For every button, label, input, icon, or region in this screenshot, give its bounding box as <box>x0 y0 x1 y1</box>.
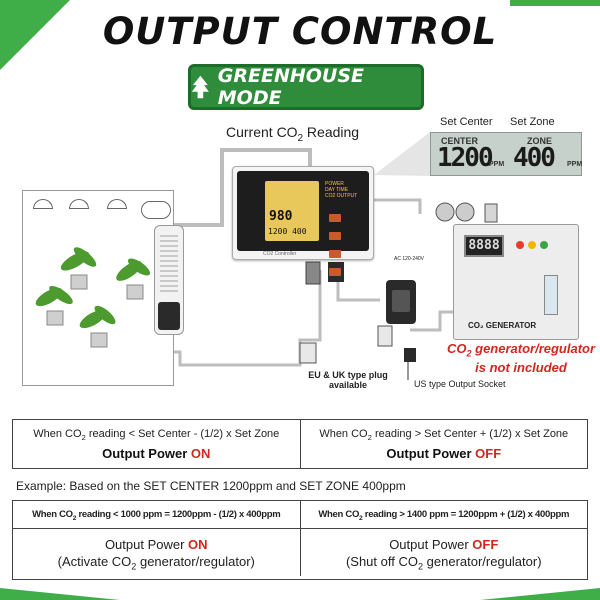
flow-meter-tube <box>544 275 558 315</box>
center-caption: CENTER <box>441 136 479 146</box>
page-title: OUTPUT CONTROL <box>102 10 498 53</box>
grow-lamp-icon <box>33 199 53 209</box>
controller-setpoints: 1200 400 <box>268 227 307 236</box>
rule-output: Output Power ON <box>102 446 211 462</box>
example-text: Example: Based on the SET CENTER 1200ppm… <box>16 479 406 493</box>
zone-caption: ZONE <box>527 136 553 146</box>
controller-screen: 980 1200 400 <box>265 181 319 241</box>
center-value: 1200 <box>437 143 494 173</box>
generator-display: 8888 <box>464 235 504 257</box>
connection-lines <box>170 132 498 380</box>
rule-cell-on: When CO2 reading < Set Center - (1/2) x … <box>13 420 301 468</box>
generator-label: CO₂ GENERATOR <box>468 321 537 330</box>
grow-lamp-icon <box>107 199 127 209</box>
rule-table: When CO2 reading < Set Center - (1/2) x … <box>12 419 588 469</box>
co2-controller-device: 980 1200 400 POWER DAY TIME CO2 OUTPUT C… <box>232 166 374 276</box>
controller-reading: 980 <box>269 209 293 224</box>
corner-decoration-top-right <box>510 0 600 6</box>
example-table: When CO2 reading < 1000 ppm = 1200ppm - … <box>12 500 588 580</box>
current-co2-reading-label: Current CO2 Reading <box>226 124 360 144</box>
badge-label: GREENHOUSE MODE <box>217 65 364 109</box>
corner-decoration-bottom-right <box>480 588 600 600</box>
rule-cell-off: When CO2 reading > Set Center + (1/2) x … <box>301 420 588 468</box>
grow-lamp-icon <box>69 199 89 209</box>
zone-unit: PPM <box>567 161 583 168</box>
us-socket-note: US type Output Socket <box>414 379 506 389</box>
plants-icon <box>35 247 151 348</box>
controller-face: 980 1200 400 POWER DAY TIME CO2 OUTPUT <box>237 171 369 276</box>
eu-uk-plug-note: EU & UK type plug available <box>308 370 388 390</box>
sensor-vents <box>160 232 178 292</box>
co2-sensor-probe <box>154 225 184 335</box>
indicator-lights: POWER DAY TIME CO2 OUTPUT <box>325 181 358 199</box>
rule-condition: When CO2 reading > Set Center + (1/2) x … <box>319 428 569 443</box>
corner-decoration-bottom-left <box>0 588 120 600</box>
lcd-zoom-panel: CENTER 1200 PPM ZONE 400 PPM <box>430 132 582 176</box>
set-center-label: Set Center <box>440 116 493 128</box>
controller-name: CO2 Controller <box>263 251 297 257</box>
rule-condition: When CO2 reading < Set Center - (1/2) x … <box>33 428 280 443</box>
example-result-on: Output Power ON (Activate CO2 generator/… <box>13 529 301 576</box>
not-included-note: CO2 generator/regulator is not included <box>446 341 596 375</box>
example-condition-on: When CO2 reading < 1000 ppm = 1200ppm - … <box>13 501 301 528</box>
tree-icon <box>191 75 209 99</box>
example-condition-off: When CO2 reading > 1400 ppm = 1200ppm + … <box>318 509 570 522</box>
cloud-icon <box>141 201 171 219</box>
rule-output: Output Power OFF <box>386 446 502 462</box>
sensor-connector <box>158 302 180 330</box>
greenhouse-illustration <box>22 190 174 386</box>
set-zone-label: Set Zone <box>510 116 555 128</box>
center-unit: PPM <box>489 161 505 168</box>
controller-buttons <box>327 211 353 283</box>
zone-value: 400 <box>513 143 556 173</box>
greenhouse-mode-badge: GREENHOUSE MODE <box>188 64 424 110</box>
corner-decoration-top-left <box>0 0 70 70</box>
plug-voltage-label: AC 120-240V <box>394 256 425 262</box>
co2-generator: 8888 <box>453 224 579 340</box>
example-result-off: Output Power OFF (Shut off CO2 generator… <box>345 537 542 572</box>
